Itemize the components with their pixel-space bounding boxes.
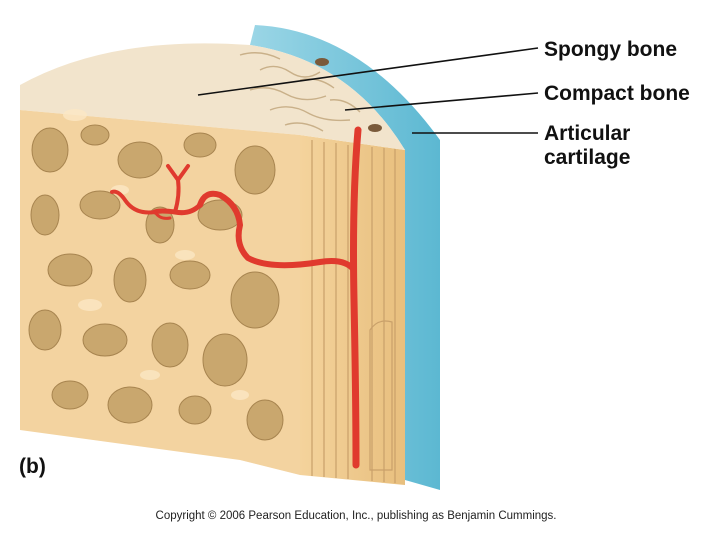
articular-cartilage-label-line1: Articular (544, 122, 631, 145)
osteon-canal-1 (315, 58, 329, 66)
leader-lines (197, 47, 539, 134)
spongy-bone-highlights (63, 109, 249, 400)
compact-bone-label: Compact bone (544, 82, 690, 105)
articular-cartilage-layer (250, 25, 440, 490)
compact-bone-leader (344, 92, 539, 111)
articular-cartilage-label: Articular cartilage (544, 122, 630, 170)
top-surface (20, 43, 405, 150)
compact-bone-lamellae (311, 140, 396, 483)
articular-cartilage-label-line2: cartilage (544, 146, 631, 169)
blood-vessels (110, 126, 362, 469)
spongy-bone-leader (197, 47, 539, 96)
top-surface-texture (239, 52, 361, 132)
copyright-notice: Copyright © 2006 Pearson Education, Inc.… (155, 510, 557, 522)
panel-letter: (b) (19, 455, 46, 478)
spongy-bone-label: Spongy bone (544, 38, 677, 61)
osteon-canal-2 (368, 124, 382, 132)
